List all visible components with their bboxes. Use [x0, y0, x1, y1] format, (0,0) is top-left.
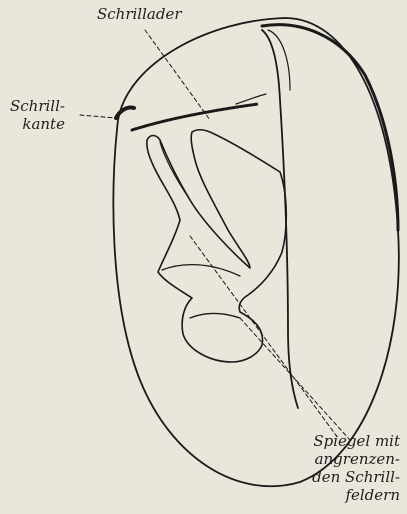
label-schrillkante: Schrill- kante	[10, 97, 65, 133]
label-spiegel-line-2: angrenzen-	[312, 450, 400, 468]
inner-vein	[262, 30, 298, 408]
leader-schrillader	[145, 30, 210, 120]
label-schrillader-text: Schrillader	[97, 5, 182, 23]
schrillader-vein	[132, 104, 258, 130]
leader-schrillkante	[80, 115, 116, 118]
label-spiegel-line-4: feldern	[312, 486, 400, 504]
leader-spiegel-2	[190, 236, 338, 438]
label-spiegel-line-1: Spiegel mit	[312, 432, 400, 450]
spiegel-outline	[147, 130, 286, 362]
mirror-divider-1	[162, 265, 240, 276]
label-spiegel: Spiegel mit angrenzen- den Schrill- feld…	[312, 432, 400, 504]
schrillkante-edge	[116, 107, 134, 118]
mirror-divider-2	[190, 314, 240, 319]
label-schrillkante-line-1: Schrill-	[10, 97, 65, 115]
label-schrillader: Schrillader	[97, 5, 182, 23]
wing-outline	[113, 18, 398, 486]
label-schrillkante-line-2: kante	[10, 115, 65, 133]
label-spiegel-line-3: den Schrill-	[312, 468, 400, 486]
schrillader-tail	[236, 94, 266, 104]
